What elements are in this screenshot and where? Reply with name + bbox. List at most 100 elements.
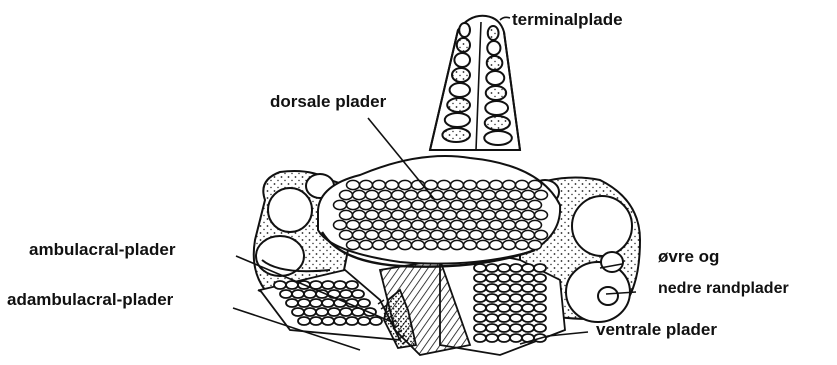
plate [474, 284, 486, 292]
plate [484, 131, 512, 145]
plate [498, 284, 510, 292]
plate [418, 230, 431, 239]
plate [399, 220, 412, 229]
plate [529, 220, 542, 229]
plate [498, 324, 510, 332]
plate [379, 210, 392, 219]
label-ovre-og: øvre og [658, 248, 719, 265]
plate [353, 210, 366, 219]
plate [477, 200, 490, 209]
plate [373, 240, 386, 249]
plate [442, 128, 470, 142]
plate [534, 304, 546, 312]
plate [483, 230, 496, 239]
plate [405, 230, 418, 239]
plate [322, 299, 334, 307]
plate [392, 230, 405, 239]
plate [386, 200, 399, 209]
plate [522, 304, 534, 312]
plate [529, 240, 542, 249]
plate [529, 200, 542, 209]
plate [412, 220, 425, 229]
plate [358, 299, 370, 307]
plate [509, 190, 522, 199]
plate [487, 41, 500, 55]
plate [486, 324, 498, 332]
plate [485, 116, 510, 130]
plate [328, 308, 340, 316]
plate [366, 210, 379, 219]
plate [274, 281, 286, 289]
plate [483, 190, 496, 199]
plate [474, 314, 486, 322]
plate [425, 180, 438, 189]
plate [510, 304, 522, 312]
label-ambulacral-plader: ambulacral-plader [29, 241, 175, 258]
plate [488, 26, 499, 40]
plate [373, 200, 386, 209]
plate [292, 290, 304, 298]
plate [438, 200, 451, 209]
plate [405, 190, 418, 199]
plate [340, 308, 352, 316]
plate [498, 334, 510, 342]
plate [457, 38, 470, 52]
plate [399, 240, 412, 249]
plate [522, 230, 535, 239]
plate [304, 308, 316, 316]
plate [386, 180, 399, 189]
plate [498, 294, 510, 302]
plate [412, 200, 425, 209]
plate [498, 304, 510, 312]
plate [431, 230, 444, 239]
plate [310, 299, 322, 307]
plate [498, 264, 510, 272]
plate [522, 324, 534, 332]
plate [292, 308, 304, 316]
plate [464, 180, 477, 189]
plate [334, 220, 347, 229]
plate [334, 200, 347, 209]
label-nedre-randplader: nedre randplader [658, 281, 789, 297]
plate [477, 240, 490, 249]
plate [451, 240, 464, 249]
plate [490, 180, 503, 189]
plate [510, 284, 522, 292]
plate [534, 264, 546, 272]
plate [474, 304, 486, 312]
plate [346, 317, 358, 325]
plate [477, 180, 490, 189]
plate [486, 284, 498, 292]
plate [510, 294, 522, 302]
plate [451, 220, 464, 229]
plate [298, 317, 310, 325]
plate [347, 240, 360, 249]
plate [316, 308, 328, 316]
plate [444, 190, 457, 199]
plate [425, 240, 438, 249]
plate [286, 299, 298, 307]
plate [457, 230, 470, 239]
plate [496, 230, 509, 239]
plate [392, 210, 405, 219]
plate [510, 334, 522, 342]
plate [353, 230, 366, 239]
plate [534, 294, 546, 302]
plate [438, 180, 451, 189]
plate [379, 230, 392, 239]
plate [452, 68, 470, 82]
plate [464, 240, 477, 249]
plate [386, 220, 399, 229]
plate [405, 210, 418, 219]
plate [503, 220, 516, 229]
plate [457, 210, 470, 219]
plate [392, 190, 405, 199]
plate [431, 190, 444, 199]
plate [360, 240, 373, 249]
plate [522, 190, 535, 199]
plate [535, 210, 548, 219]
plate [370, 317, 382, 325]
label-dorsale-plader: dorsale plader [270, 93, 386, 110]
